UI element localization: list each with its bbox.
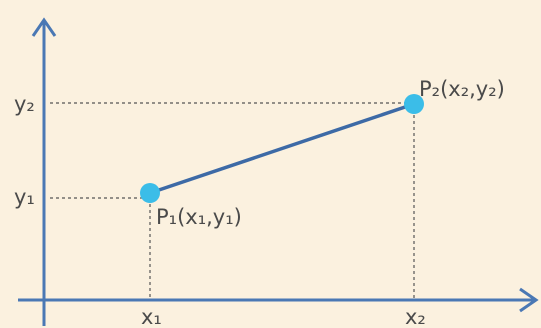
segment-p1-p2 — [149, 102, 415, 195]
y-axis-arrowhead — [31, 17, 57, 37]
point-p1 — [140, 183, 160, 203]
x-tick-label-2: x₂ — [405, 305, 426, 328]
x-axis-arrowhead — [519, 287, 539, 313]
y-tick-label-1: y₁ — [14, 185, 35, 209]
point-label-p2: P₂(x₂,y₂) — [419, 77, 505, 101]
point-p2 — [404, 94, 424, 114]
point-label-p1: P₁(x₁,y₁) — [156, 205, 242, 229]
y-tick-label-2: y₂ — [14, 92, 35, 116]
x-tick-label-1: x₁ — [141, 305, 162, 328]
